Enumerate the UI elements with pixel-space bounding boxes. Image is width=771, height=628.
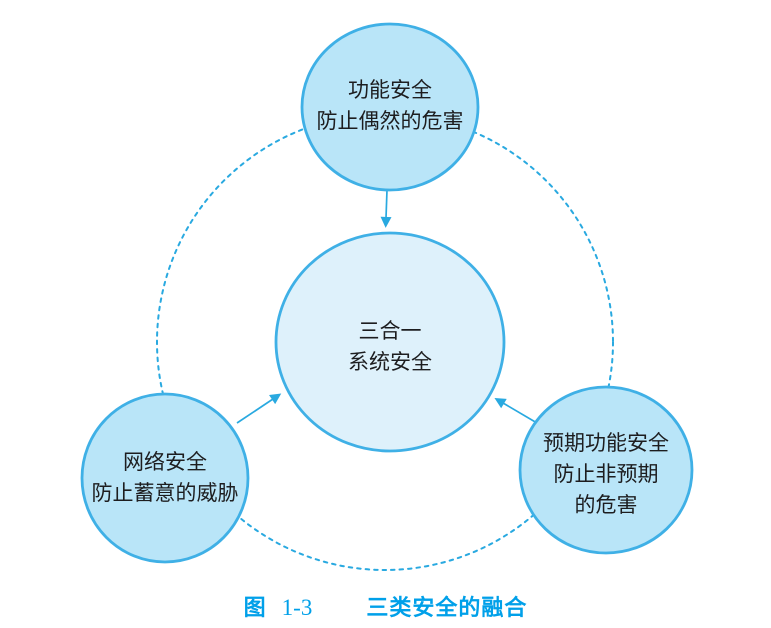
figure-caption: 图 1-3 三类安全的融合	[0, 590, 771, 622]
caption-title: 三类安全的融合	[366, 595, 528, 620]
arrow-bottom-right-to-center	[494, 397, 538, 424]
arrow-bottom-left-to-center	[236, 393, 282, 424]
arrow-top-to-center	[380, 189, 392, 228]
center-node-circle	[274, 231, 506, 453]
label-line: 系统安全	[348, 351, 432, 374]
bottom-left-node-label: 网络安全 防止蓄意的威胁	[55, 447, 275, 509]
caption-prefix: 图	[243, 595, 266, 620]
top-node-circle	[300, 22, 480, 192]
top-node-label: 功能安全 防止偶然的危害	[280, 75, 500, 137]
label-line: 网络安全	[123, 451, 207, 474]
label-line: 防止蓄意的威胁	[91, 482, 239, 505]
label-line: 的危害	[574, 494, 638, 517]
bottom-right-node-circle	[518, 385, 694, 555]
label-line: 预期功能安全	[543, 432, 669, 455]
label-line: 功能安全	[348, 79, 432, 102]
bottom-left-node-circle	[80, 392, 250, 564]
caption-number: 1-3	[281, 595, 313, 620]
label-line: 防止非预期	[553, 463, 659, 486]
center-node-label: 三合一 系统安全	[278, 316, 502, 378]
label-line: 防止偶然的危害	[316, 110, 464, 133]
bottom-right-node-label: 预期功能安全 防止非预期 的危害	[496, 428, 716, 521]
label-line: 三合一	[358, 320, 422, 343]
